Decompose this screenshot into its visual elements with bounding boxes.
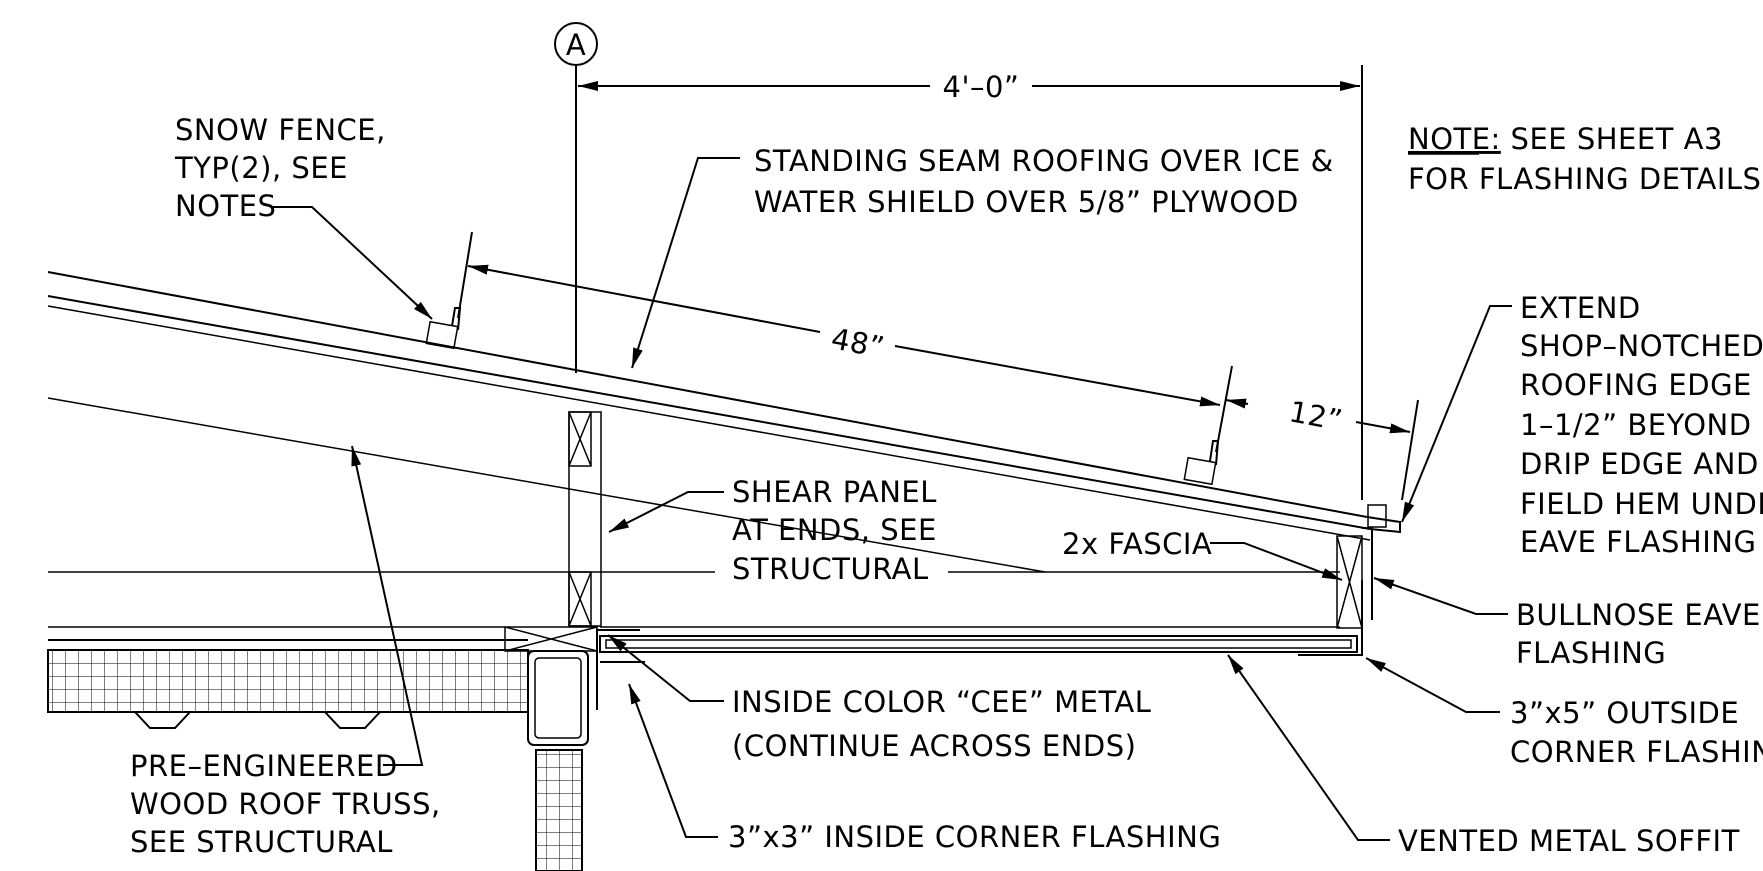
callout-soffit-label: VENTED METAL SOFFIT xyxy=(1398,824,1740,858)
callout-cee-line1: INSIDE COLOR “CEE” METAL xyxy=(732,685,1151,719)
callout-outside-line2: CORNER FLASHING xyxy=(1510,735,1763,769)
callout-shear-line2: AT ENDS, SEE xyxy=(732,513,937,547)
shear-panel-blocking xyxy=(504,411,602,652)
snow-fence-right xyxy=(1183,440,1220,486)
callout-truss-line3: SEE STRUCTURAL xyxy=(130,825,393,859)
column xyxy=(527,650,589,871)
callout-shear-line3: STRUCTURAL xyxy=(732,552,929,586)
callout-snow-fence-line1: SNOW FENCE, xyxy=(175,113,386,147)
fascia xyxy=(1336,527,1373,629)
note-text-line2: FOR FLASHING DETAILS xyxy=(1408,162,1761,196)
soffit-and-flashing xyxy=(596,580,1363,710)
roof-assembly xyxy=(47,271,1401,573)
callout-soffit: VENTED METAL SOFFIT xyxy=(1227,654,1740,858)
wall-panel xyxy=(47,639,529,729)
callout-snow-fence: SNOW FENCE, TYP(2), SEE NOTES xyxy=(174,113,433,320)
callout-extend-line7: EAVE FLASHING xyxy=(1520,525,1756,559)
grid-bubble-label: A xyxy=(566,28,586,62)
callout-bullnose-line2: FLASHING xyxy=(1516,636,1666,670)
ceiling-lines xyxy=(48,571,1340,628)
callout-fascia-label: 2x FASCIA xyxy=(1062,527,1212,561)
callout-truss-line1: PRE–ENGINEERED xyxy=(130,749,398,783)
callout-extend-line5: DRIP EDGE AND xyxy=(1520,447,1759,481)
callout-fascia: 2x FASCIA xyxy=(1062,527,1343,581)
callout-roofing-line1: STANDING SEAM ROOFING OVER ICE & xyxy=(754,144,1334,178)
callout-outside-line1: 3”x5” OUTSIDE xyxy=(1510,696,1739,730)
callout-roofing-line2: WATER SHIELD OVER 5/8” PLYWOOD xyxy=(754,185,1299,219)
general-note: NOTE: SEE SHEET A3 FOR FLASHING DETAILS xyxy=(1408,122,1761,196)
callout-extend-line1: EXTEND xyxy=(1520,291,1641,325)
callout-outside-corner: 3”x5” OUTSIDE CORNER FLASHING xyxy=(1365,657,1763,769)
callout-extend-line3: ROOFING EDGE xyxy=(1520,368,1752,402)
callout-inside-corner: 3”x3” INSIDE CORNER FLASHING xyxy=(628,683,1221,854)
callout-roofing: STANDING SEAM ROOFING OVER ICE & WATER S… xyxy=(631,144,1334,369)
note-label: NOTE: xyxy=(1408,122,1501,156)
callout-extend-line2: SHOP–NOTCHED xyxy=(1520,329,1763,363)
callout-extend-line6: FIELD HEM UNDE xyxy=(1520,487,1763,521)
callout-truss-line2: WOOD ROOF TRUSS, xyxy=(130,787,441,821)
callout-truss: PRE–ENGINEERED WOOD ROOF TRUSS, SEE STRU… xyxy=(130,445,441,859)
snow-fence-spacing-dimension: 48” xyxy=(457,231,1233,453)
callout-snow-fence-line2: TYP(2), SEE xyxy=(174,151,348,185)
overall-dimension: 4'–0” xyxy=(578,65,1363,500)
grid-line-a: A xyxy=(554,22,598,373)
note-text-line1: SEE SHEET A3 xyxy=(1501,122,1723,156)
callout-inside-corner-label: 3”x3” INSIDE CORNER FLASHING xyxy=(728,820,1221,854)
snow-fence-left xyxy=(425,307,462,350)
callout-cee-line2: (CONTINUE ACROSS ENDS) xyxy=(732,729,1136,763)
callout-extend-edge: EXTEND SHOP–NOTCHED ROOFING EDGE 1–1/2” … xyxy=(1401,291,1763,559)
callout-inside-cee: INSIDE COLOR “CEE” METAL (CONTINUE ACROS… xyxy=(607,634,1151,763)
callout-bullnose-line1: BULLNOSE EAVE xyxy=(1516,598,1761,632)
callout-extend-line4: 1–1/2” BEYOND xyxy=(1520,408,1752,442)
callout-shear-line1: SHEAR PANEL xyxy=(732,475,937,509)
snow-fence-spacing-label: 48” xyxy=(829,321,888,364)
callout-bullnose: BULLNOSE EAVE FLASHING xyxy=(1373,577,1761,670)
overall-dimension-label: 4'–0” xyxy=(943,70,1020,104)
callout-snow-fence-line3: NOTES xyxy=(175,189,276,223)
overhang-dimension: 12” xyxy=(1225,394,1419,501)
svg-text:NOTE: SEE SHEET A3: NOTE: SEE SHEET A3 xyxy=(1408,122,1723,156)
callout-shear-panel: SHEAR PANEL AT ENDS, SEE STRUCTURAL xyxy=(608,475,937,586)
overhang-label: 12” xyxy=(1287,394,1346,437)
